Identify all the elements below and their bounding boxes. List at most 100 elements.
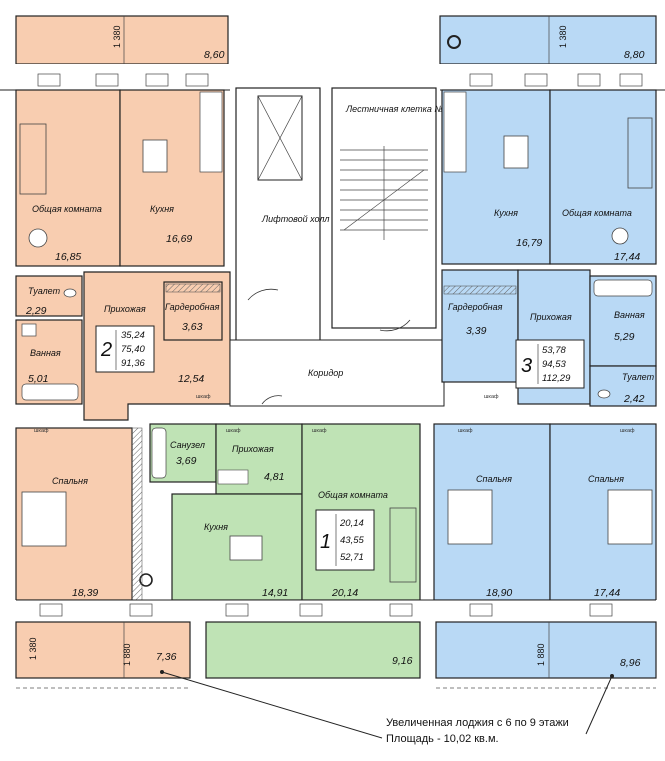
wardrobe-strip: [131, 427, 143, 601]
room-name: Санузел: [170, 440, 205, 450]
area-label: 16,85: [55, 251, 81, 263]
building-core: Лифтовой холл Лестничная клетка №2 Корид…: [229, 87, 449, 407]
area-label: 20,14: [331, 587, 358, 599]
area-label: 8,80: [624, 49, 645, 61]
apt2-loggia-top: 1 380 8,60: [15, 15, 229, 65]
room-name: Коридор: [308, 368, 343, 378]
room-name: Прихожая: [104, 304, 146, 314]
living-area: 35,24: [121, 330, 145, 341]
area-label: 4,81: [264, 471, 284, 483]
room-name: Туалет: [28, 286, 61, 296]
room-name: Прихожая: [232, 444, 274, 454]
room-name: Ванная: [30, 348, 61, 358]
area-label: 8,96: [620, 657, 641, 669]
shaft-tags: шкаф шкаф шкаф шкаф шкаф шкаф шкаф: [34, 394, 635, 434]
apt3-loggia-top: 1 380 8,80: [439, 15, 657, 65]
plant-icon: [611, 227, 629, 245]
area-label: 9,16: [392, 655, 413, 667]
dining-table-icon: [229, 535, 263, 561]
toilet-icon: [597, 389, 611, 399]
room-apt3-toilet: [589, 365, 657, 407]
room-apt3-living: [549, 89, 657, 265]
apartment-2: Общая комната 16,85 Кухня 16,69 Туалет 2…: [15, 89, 231, 601]
room-name: Кухня: [150, 204, 174, 214]
living-area: 53,78: [542, 345, 566, 356]
area-label: 8,60: [204, 49, 225, 61]
room-name: Ванная: [614, 310, 645, 320]
shaft-tag: шкаф: [196, 394, 211, 400]
note-line2: Площадь - 10,02 кв.м.: [386, 733, 499, 745]
sofa-icon: [627, 117, 653, 189]
loggia-depth-dim: 1 380: [28, 637, 38, 660]
area-label: 5,29: [614, 331, 635, 343]
note-line1: Увеличенная лоджия с 6 по 9 этажи: [386, 717, 569, 729]
area-label: 5,01: [28, 373, 48, 385]
area-label: 12,54: [178, 373, 204, 385]
area-label: 16,79: [516, 237, 542, 249]
shaft-tag: шкаф: [484, 394, 499, 400]
area-label: 17,44: [614, 251, 640, 263]
area-label: 3,39: [466, 325, 487, 337]
bed-icon: [607, 489, 653, 545]
apt1-badge: 1 20,14 43,55 52,71: [315, 509, 375, 571]
apartment-number: 2: [100, 339, 112, 361]
bed-icon: [447, 489, 493, 545]
room-name: Общая комната: [562, 208, 632, 218]
apt3-badge: 3 53,78 94,53 112,29: [515, 339, 585, 389]
loggia-depth-dim: 1 880: [536, 643, 546, 666]
area-label: 7,36: [156, 651, 177, 663]
area-label: 18,90: [486, 587, 512, 599]
bathtub-icon: [593, 279, 653, 297]
room-name: Спальня: [588, 474, 624, 484]
apartment-number: 3: [521, 355, 532, 377]
apartment-1: Санузел 3,69 Прихожая 4,81 Кухня 14,91 О…: [149, 423, 421, 601]
bed-icon: [21, 491, 67, 547]
dining-table-icon: [142, 139, 168, 173]
room-name: Лифтовой холл: [261, 214, 329, 224]
total-area: 43,55: [340, 535, 364, 546]
apartment-number: 1: [320, 531, 331, 553]
full-area: 91,36: [121, 358, 145, 369]
area-label: 3,69: [176, 455, 197, 467]
area-label: 16,69: [166, 233, 192, 245]
apt2-loggia-bottom: 1 380 1 880 7,36: [15, 621, 191, 689]
shaft-tag: шкаф: [312, 428, 327, 434]
full-area: 52,71: [340, 552, 364, 563]
room-name: Кухня: [204, 522, 228, 532]
living-area: 20,14: [339, 518, 364, 529]
room-name: Общая комната: [318, 490, 388, 500]
total-area: 75,40: [121, 344, 145, 355]
shaft-tag: шкаф: [620, 428, 635, 434]
apt2-badge: 2 35,24 75,40 91,36: [95, 325, 155, 373]
full-area: 112,29: [542, 373, 571, 384]
bathtub-icon: [21, 383, 79, 401]
loggia-depth-dim: 1 880: [122, 643, 132, 666]
toilet-icon: [63, 288, 77, 298]
area-label: 2,29: [25, 305, 47, 317]
kitchen-counter: [443, 91, 467, 173]
room-name: Гардеробная: [165, 302, 220, 312]
room-name: Прихожая: [530, 312, 572, 322]
corridor: [229, 339, 445, 407]
loggia-depth-dim: 1 380: [558, 25, 568, 48]
shaft-tag: шкаф: [34, 428, 49, 434]
apartment-3: Кухня 16,79 Общая комната 17,44 Гардероб…: [433, 89, 657, 601]
room-name: Кухня: [494, 208, 518, 218]
shaft-tag: шкаф: [226, 428, 241, 434]
room-name: Лестничная клетка №2: [345, 104, 449, 114]
drain-icon: [447, 35, 461, 49]
kitchen-counter: [199, 91, 223, 173]
area-label: 17,44: [594, 587, 620, 599]
dining-table-icon: [503, 135, 529, 169]
area-label: 2,42: [623, 393, 645, 405]
room-name: Туалет: [622, 372, 655, 382]
total-area: 94,53: [542, 359, 566, 370]
shaft-tag: шкаф: [458, 428, 473, 434]
plant-icon: [28, 228, 48, 248]
sofa-icon: [19, 123, 47, 195]
area-label: 3,63: [182, 321, 203, 333]
area-label: 14,91: [262, 587, 288, 599]
sofa-icon: [389, 507, 417, 583]
room-name: Общая комната: [32, 204, 102, 214]
